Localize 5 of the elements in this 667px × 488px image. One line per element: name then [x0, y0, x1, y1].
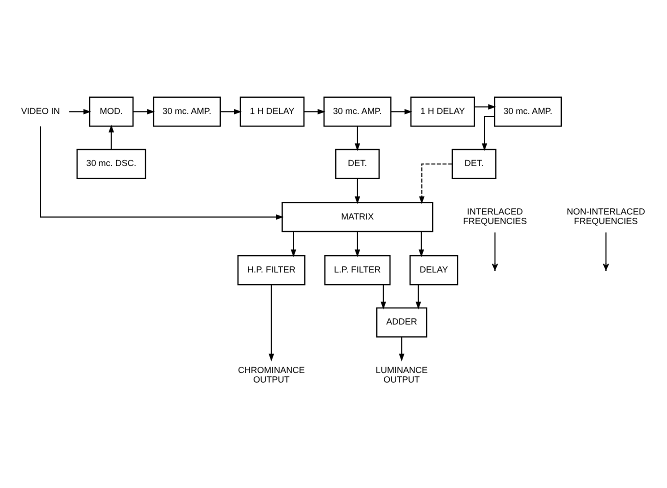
- node-text: LUMINANCE OUTPUT: [376, 364, 428, 385]
- node-text: CHROMINANCE OUTPUT: [238, 364, 305, 385]
- node-text: VIDEO IN: [21, 106, 60, 116]
- node-text: NON-INTERLACED FREQUENCIES: [566, 206, 646, 226]
- node-text: INTERLACED FREQUENCIES: [463, 206, 527, 226]
